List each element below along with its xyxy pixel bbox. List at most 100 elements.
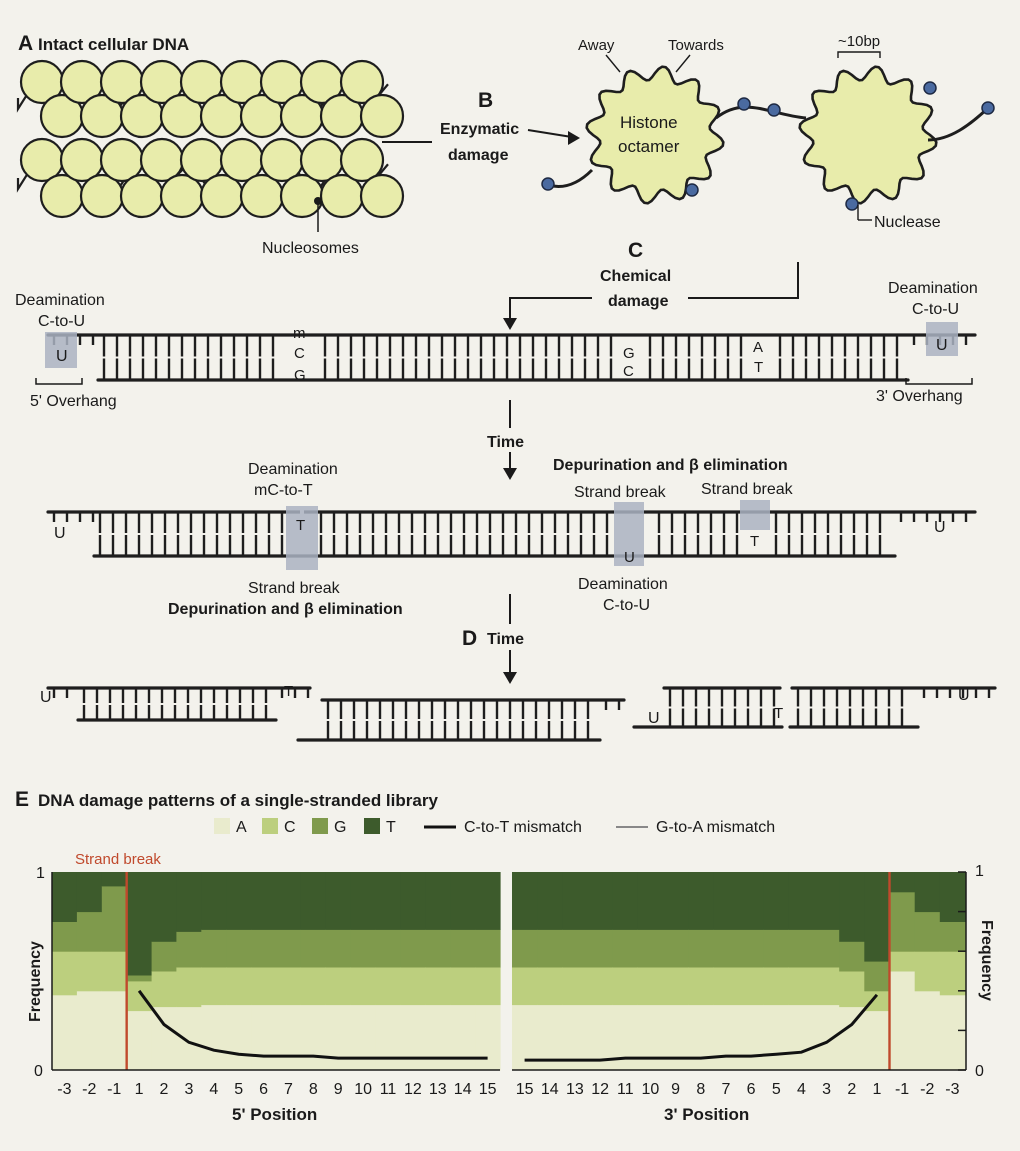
xlabel-5prime: 5' Position [232,1105,317,1124]
dna-fragments-d [46,686,997,742]
bar-t [350,872,377,930]
nuclease-dot [767,103,781,117]
bar-t [425,872,451,930]
bar-t [450,872,476,930]
bar-g [300,929,327,968]
xtick-label: 13 [429,1081,447,1098]
bar-t [738,872,765,930]
bar-g [375,929,402,968]
xtick-label: 8 [696,1081,705,1098]
bar-g [763,929,790,968]
nuclease-label: Nuclease [874,214,941,231]
panel-c-line2: damage [608,293,669,310]
nuclease-dot [845,197,859,211]
nucleosome [339,137,385,183]
bar-t [939,872,966,922]
xtick-label: 15 [516,1081,534,1098]
panel-b-letter: B [478,89,493,112]
bar-c [537,967,563,1006]
legend-swatch-t [364,818,380,834]
bar-c [325,967,352,1006]
bar-c [637,967,664,1006]
xtick-label: -1 [895,1081,909,1098]
xtick-label: 1 [135,1081,144,1098]
bar-g [738,929,765,968]
bar-c [400,967,426,1006]
xtick-label: 10 [642,1081,660,1098]
xtick-label: -2 [82,1081,96,1098]
bar-g [612,929,639,968]
break-highlight-1 [286,506,318,570]
legend-swatch-c [262,818,278,834]
bar-t [587,872,614,930]
overhang-3: 3' Overhang [876,388,963,405]
bar-a [325,1004,352,1071]
bar-a [201,1004,227,1071]
dna-tail-right [927,106,990,142]
bar-c [688,967,714,1006]
bar-g [151,941,178,972]
xtick-label: 2 [847,1081,856,1098]
ct-mismatch-line [137,989,488,1060]
histone-octamers [541,65,995,211]
xtick-label: 8 [309,1081,318,1098]
legend-swatch-g [312,818,328,834]
xtick-label: 1 [872,1081,881,1098]
xtick-label: 13 [566,1081,584,1098]
bar-g [587,929,614,968]
bar-t [788,872,815,930]
bar-g [788,929,815,968]
xtick-label: 9 [671,1081,680,1098]
bar-t [814,872,840,930]
bar-c [251,967,277,1006]
panel-b-line2: damage [448,147,509,164]
chart-legend: A C G T C-to-T mismatch G-to-A mismatch [214,818,775,836]
bar-c [425,967,451,1006]
bar-c [512,967,538,1006]
mid-base-u-1: U [54,525,66,542]
dna-duplex-c [46,333,977,382]
bar-c [276,967,302,1006]
legend-label-c: C [284,819,296,836]
xtick-label: 12 [591,1081,609,1098]
nucleosomes-label: Nucleosomes [262,240,359,257]
base-u-right: U [936,337,948,354]
nucleosome [359,173,405,219]
nucleosome [359,93,405,139]
deam-mc-2: mC-to-T [254,482,313,499]
nucleosome-pointer [314,197,322,205]
time-label-2: Time [487,631,524,648]
base-c-2: C [623,363,634,380]
xtick-label: -3 [57,1081,71,1098]
xtick-label: 4 [209,1081,218,1098]
deam-left-1: Deamination [15,292,105,309]
bar-a [839,1006,865,1071]
bar-g [450,929,476,968]
bar-a [400,1004,426,1071]
overhang-5: 5' Overhang [30,393,117,410]
base-m: m [293,325,306,342]
bar-t [637,872,664,930]
ytick-left-top: 1 [36,865,45,882]
bar-c [612,967,639,1006]
deam-cu-1: Deamination [578,576,668,593]
xtick-label: 3 [184,1081,193,1098]
legend-label-ct: C-to-T mismatch [464,819,582,836]
bar-c [839,971,865,1008]
bar-t [325,872,352,930]
bar-a [151,1006,178,1071]
bp-label: ~10bp [838,33,880,50]
panel-b-line1: Enzymatic [440,121,519,138]
xtick-label: 4 [797,1081,806,1098]
bar-t [914,872,941,913]
nuclease-dot [541,177,555,191]
xtick-label: 9 [334,1081,343,1098]
bar-g [76,911,103,952]
bar-g [939,921,966,952]
bar-c [814,967,840,1006]
bar-t [251,872,277,930]
bar-a [763,1004,790,1071]
time-label-1: Time [487,434,524,451]
xtick-label: -3 [945,1081,959,1098]
